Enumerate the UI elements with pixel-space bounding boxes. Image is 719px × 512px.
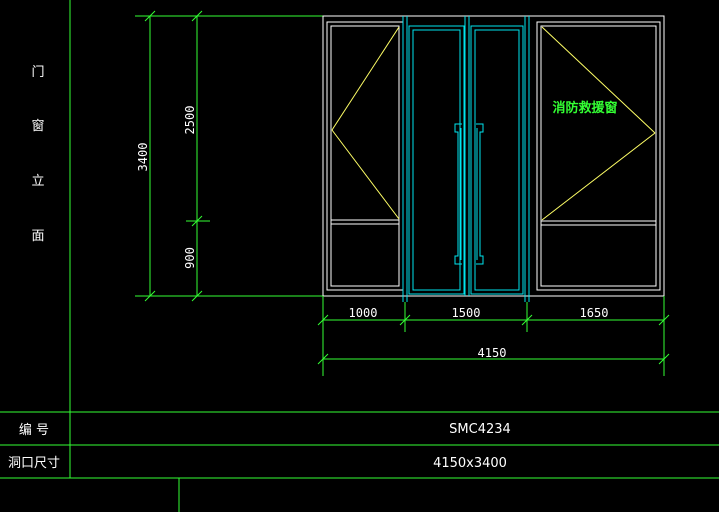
outer-frame	[322, 15, 665, 297]
window-elevation: 消防救援窗	[322, 15, 665, 302]
mullions	[402, 16, 530, 302]
dim-horizontal-middle: 1500	[452, 306, 481, 320]
dim-vertical-total: 3400	[136, 143, 150, 172]
door-leaf-right	[470, 25, 524, 295]
dim-horizontal-left: 1000	[349, 306, 378, 320]
sidebar-title-char-3: 立	[31, 174, 44, 189]
sidebar-title-char-1: 门	[31, 65, 44, 80]
right-panel-label: 消防救援窗	[552, 100, 617, 116]
vertical-dimensions	[135, 10, 323, 302]
table-row2-value: 4150x3400	[433, 456, 507, 471]
right-panel	[536, 21, 661, 291]
sidebar-title: 门 窗 立 面	[31, 65, 44, 244]
table-row1-label: 编 号	[19, 423, 49, 438]
sidebar-title-char-4: 面	[31, 229, 44, 244]
table-row2-label: 洞口尺寸	[8, 456, 60, 471]
dim-vertical-lower: 900	[183, 247, 197, 269]
door-handles	[454, 123, 484, 265]
dim-vertical-upper: 2500	[183, 106, 197, 135]
horizontal-dimensions	[317, 296, 670, 376]
dim-horizontal-total: 4150	[478, 346, 507, 360]
left-panel-opening-lines	[331, 26, 400, 220]
table-row1-value: SMC4234	[449, 422, 511, 437]
sidebar-title-char-2: 窗	[31, 118, 44, 134]
dim-horizontal-right: 1650	[580, 306, 609, 320]
left-panel	[326, 21, 404, 291]
door-leaf-left	[408, 25, 465, 295]
right-panel-opening-lines	[541, 26, 656, 221]
